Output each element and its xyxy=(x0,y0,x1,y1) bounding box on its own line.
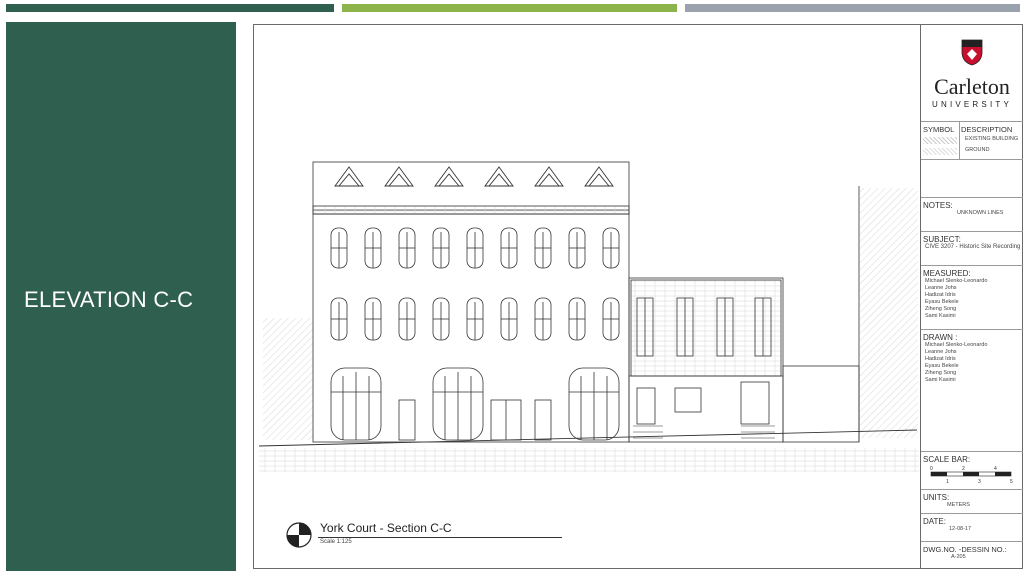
blank-section xyxy=(921,160,1023,198)
scale-tick-3: 3 xyxy=(978,479,981,485)
measured-name: Eyasu Bekele xyxy=(925,299,959,305)
measured-section: MEASURED: Michael Slenko-Leonardo Leanne… xyxy=(921,266,1023,330)
measured-name: Michael Slenko-Leonardo xyxy=(925,278,988,284)
notes-value: UNKNOWN LINES xyxy=(957,210,1004,216)
scale-tick-4: 4 xyxy=(994,466,997,472)
title-panel xyxy=(6,22,236,571)
dwg-label: DWG.NO. -DESSIN NO.: xyxy=(923,545,1007,554)
scale-tick-1: 1 xyxy=(946,479,949,485)
date-section: DATE: 12-08-17 xyxy=(921,514,1023,542)
annex-building xyxy=(628,186,860,443)
ground-line xyxy=(258,429,918,447)
dwg-value: A-205 xyxy=(951,554,966,560)
units-label: UNITS: xyxy=(923,493,950,502)
caption-underline xyxy=(318,537,562,538)
legend-ground: GROUND xyxy=(965,147,990,153)
measured-name: Ziheng Song xyxy=(925,306,957,312)
drawn-name: Hadizat Idris xyxy=(925,356,956,362)
logo-wordmark: Carleton xyxy=(934,74,1010,99)
legend-section: SYMBOL DESCRIPTION EXISTING BUILDING GRO… xyxy=(921,122,1023,160)
notes-section: NOTES: UNKNOWN LINES xyxy=(921,198,1023,232)
drawing-scale: Scale 1:125 xyxy=(320,539,352,545)
drawn-name: Leanne Johs xyxy=(925,349,957,355)
logo-university: UNIVERSITY xyxy=(931,100,1012,109)
left-neighbour-hatch xyxy=(263,318,313,440)
university-crest-icon xyxy=(961,39,983,66)
date-value: 12-08-17 xyxy=(949,526,972,532)
scale-bar-label: SCALE BAR: xyxy=(923,455,971,464)
drawn-name: Ziheng Song xyxy=(925,370,957,376)
drawn-label: DRAWN : xyxy=(923,333,958,342)
drawn-name: Eyasu Bekele xyxy=(925,363,959,369)
scale-tick-5: 5 xyxy=(1010,479,1013,485)
notes-label: NOTES: xyxy=(923,201,953,210)
elevation-drawing xyxy=(258,161,919,472)
subject-section: SUBJECT: CIVE 3207 - Historic Site Recor… xyxy=(921,232,1023,266)
subject-label: SUBJECT: xyxy=(923,235,961,244)
legend-existing-building: EXISTING BUILDING xyxy=(965,136,1019,142)
title-block: Carleton UNIVERSITY SYMBOL DESCRIPTION E… xyxy=(920,24,1023,569)
date-label: DATE: xyxy=(923,517,946,526)
right-neighbour-hatch xyxy=(860,188,918,438)
accent-bar-dark-green xyxy=(6,4,334,12)
drawing-caption: York Court - Section C-C xyxy=(320,521,452,535)
scale-bar-section: SCALE BAR: 0 2 4 1 3 5 xyxy=(921,452,1023,490)
units-value: METERS xyxy=(947,502,970,508)
scale-bar-graphic: 0 2 4 1 3 5 xyxy=(930,466,1013,485)
legend-symbol-header: SYMBOL xyxy=(923,125,955,134)
drawn-section: DRAWN : Michael Slenko-Leonardo Leanne J… xyxy=(921,330,1023,452)
scale-tick-0: 0 xyxy=(930,466,933,472)
section-marker-icon xyxy=(286,522,312,548)
measured-label: MEASURED: xyxy=(923,269,971,278)
measured-name: Hadizat Idris xyxy=(925,292,956,298)
slide-title: ELEVATION C-C xyxy=(24,287,194,312)
subject-value: CIVE 3207 - Historic Site Recording xyxy=(925,244,1021,250)
units-section: UNITS: METERS xyxy=(921,490,1023,514)
main-building xyxy=(312,161,630,443)
measured-name: Sami Kasimi xyxy=(925,313,956,319)
legend-description-header: DESCRIPTION xyxy=(961,125,1013,134)
measured-name: Leanne Johs xyxy=(925,285,957,291)
legend-swatch-ground xyxy=(923,148,957,155)
accent-bar-light-green xyxy=(342,4,677,12)
drawn-name: Sami Kasimi xyxy=(925,377,956,383)
legend-swatch-building xyxy=(923,137,957,144)
ground-pavement xyxy=(259,448,919,472)
logo-section: Carleton UNIVERSITY xyxy=(921,24,1023,122)
dwg-section: DWG.NO. -DESSIN NO.: A-205 xyxy=(921,542,1023,568)
accent-bar-grey xyxy=(685,4,1020,12)
scale-tick-2: 2 xyxy=(962,466,965,472)
drawn-name: Michael Slenko-Leonardo xyxy=(925,342,988,348)
